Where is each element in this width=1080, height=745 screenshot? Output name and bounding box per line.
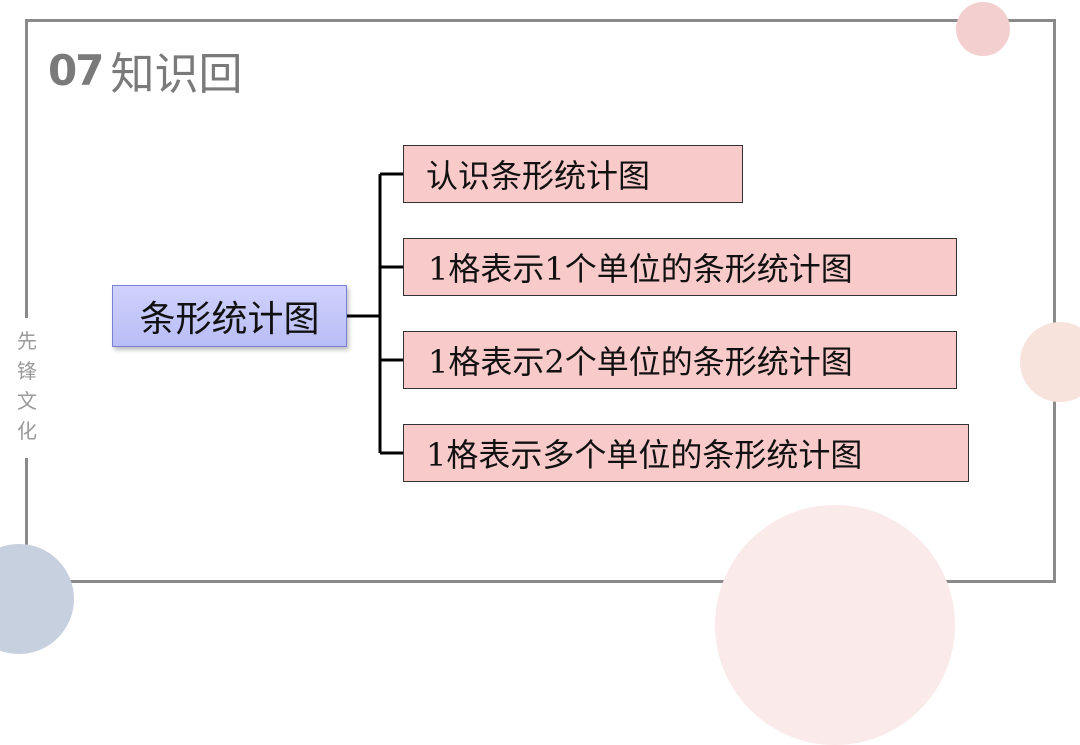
child-node-1: 认识条形统计图 — [403, 145, 743, 203]
child-node-3: 1格表示2个单位的条形统计图 — [403, 331, 957, 389]
side-label: 先锋文化 — [17, 329, 37, 443]
root-node: 条形统计图 — [112, 285, 347, 347]
section-heading: 07 知识回 — [48, 40, 243, 101]
child-node-2: 1格表示1个单位的条形统计图 — [403, 238, 957, 296]
section-number: 07 — [48, 45, 104, 95]
decor-circle-right — [1020, 322, 1080, 402]
decor-circle-top — [956, 2, 1010, 56]
section-title: 知识回 — [110, 49, 243, 100]
child-node-4: 1格表示多个单位的条形统计图 — [403, 424, 969, 482]
slide-frame — [25, 19, 1056, 583]
connector-lines — [347, 172, 403, 455]
side-label-gap — [20, 318, 34, 458]
